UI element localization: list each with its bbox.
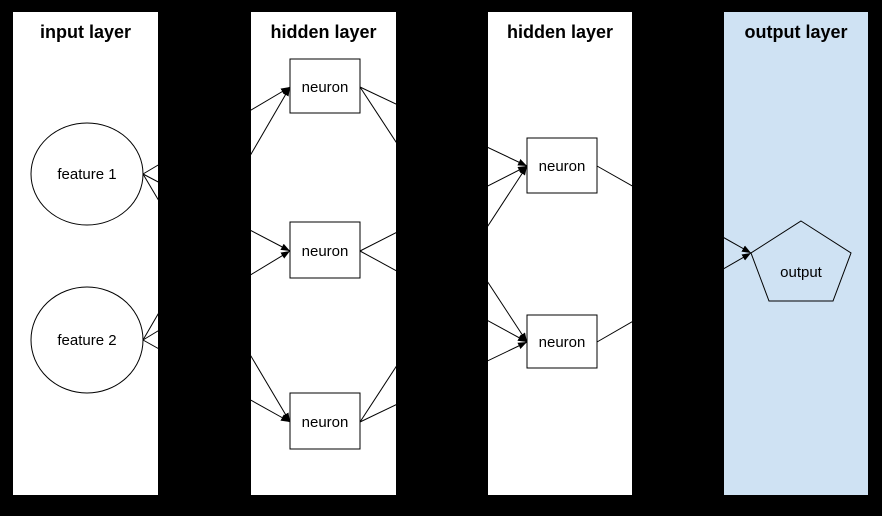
hidden-layer-1-title: hidden layer (270, 22, 376, 42)
output-label: output (780, 264, 823, 281)
node-h1-neuron2: neuron (289, 221, 361, 279)
node-feature1: feature 1 (30, 122, 144, 226)
h2-neuron2-label: neuron (539, 334, 586, 351)
node-feature2: feature 2 (30, 286, 144, 394)
h1-neuron3-box (289, 392, 361, 450)
node-h2-neuron1: neuron (526, 137, 598, 194)
node-h2-neuron2: neuron (526, 314, 598, 369)
feature2-label: feature 2 (57, 332, 116, 349)
input-layer-panel (13, 12, 158, 495)
node-output: output (750, 220, 852, 302)
h2-neuron1-label: neuron (539, 158, 586, 175)
h1-neuron2-label: neuron (302, 243, 349, 260)
h1-neuron3-label: neuron (302, 414, 349, 431)
h1-neuron1-label: neuron (302, 79, 349, 96)
output-layer-title: output layer (744, 22, 847, 42)
input-layer-title: input layer (40, 22, 131, 42)
output-layer-panel (724, 12, 868, 495)
h2-neuron2-box (526, 314, 598, 369)
feature1-circle (30, 122, 144, 226)
h2-neuron1-box (526, 137, 598, 194)
output-pentagon (750, 220, 852, 302)
hidden-layer-2-panel (488, 12, 632, 495)
feature2-circle (30, 286, 144, 394)
feature1-label: feature 1 (57, 166, 116, 183)
node-h1-neuron3: neuron (289, 392, 361, 450)
node-h1-neuron1: neuron (289, 58, 361, 114)
hidden-layer-2-title: hidden layer (507, 22, 613, 42)
h1-neuron2-box (289, 221, 361, 279)
h1-neuron1-box (289, 58, 361, 114)
